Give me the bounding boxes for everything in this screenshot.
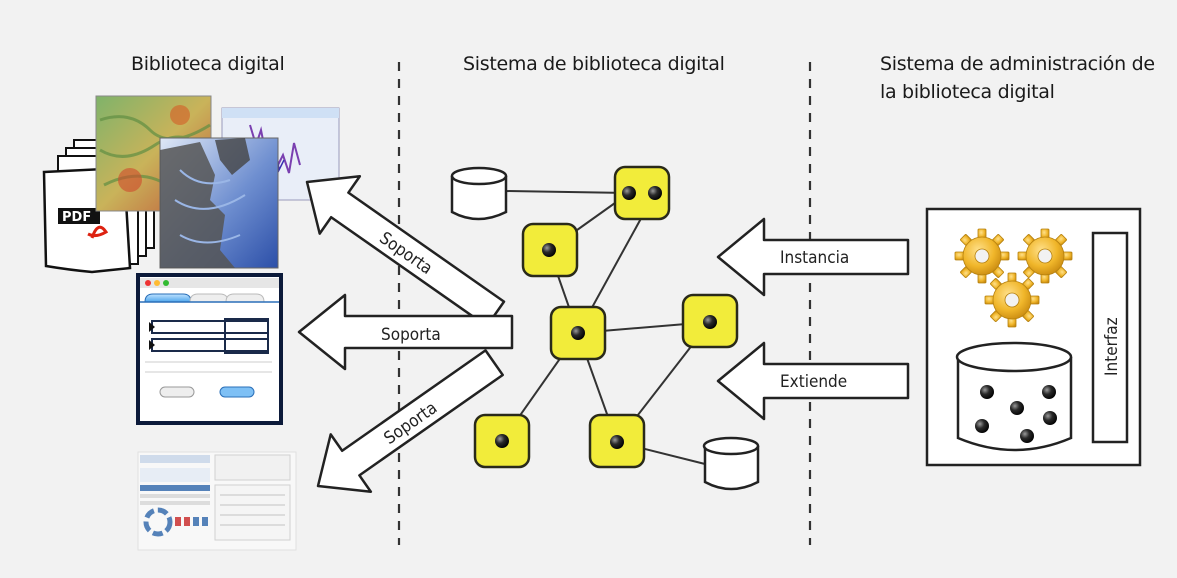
database-icon bbox=[955, 341, 1073, 452]
sea-map-image bbox=[159, 137, 279, 269]
form-window bbox=[136, 273, 283, 425]
column-title-management-system: Sistema de administración de la bibliote… bbox=[880, 53, 1155, 103]
dashboard-image bbox=[137, 451, 297, 551]
node-top bbox=[613, 165, 671, 221]
database-top bbox=[450, 166, 508, 221]
node-bottom-left bbox=[473, 413, 531, 469]
admin-system-box: Interfaz bbox=[925, 207, 1142, 467]
arrow-label-instance: Instancia bbox=[780, 248, 849, 268]
column-title-digital-library: Biblioteca digital bbox=[131, 53, 285, 75]
column-title-digital-library-system: Sistema de biblioteca digital bbox=[463, 53, 725, 75]
arrow-label-support-middle: Soporta bbox=[381, 325, 441, 345]
pdf-label: PDF bbox=[62, 210, 91, 225]
arrow-label-extend: Extiende bbox=[780, 372, 847, 392]
interface-panel bbox=[1091, 231, 1129, 444]
node-upper-left bbox=[521, 222, 579, 278]
node-right bbox=[681, 293, 739, 349]
node-bottom-middle bbox=[588, 413, 646, 469]
pdf-icon bbox=[87, 225, 109, 239]
arrow-extend: Extiende bbox=[716, 341, 910, 421]
arrow-support-middle: Soporta bbox=[297, 293, 514, 371]
node-center bbox=[549, 305, 607, 361]
database-bottom bbox=[702, 436, 760, 491]
interface-label: Interfaz bbox=[1102, 317, 1122, 376]
arrow-instance: Instancia bbox=[716, 217, 910, 297]
